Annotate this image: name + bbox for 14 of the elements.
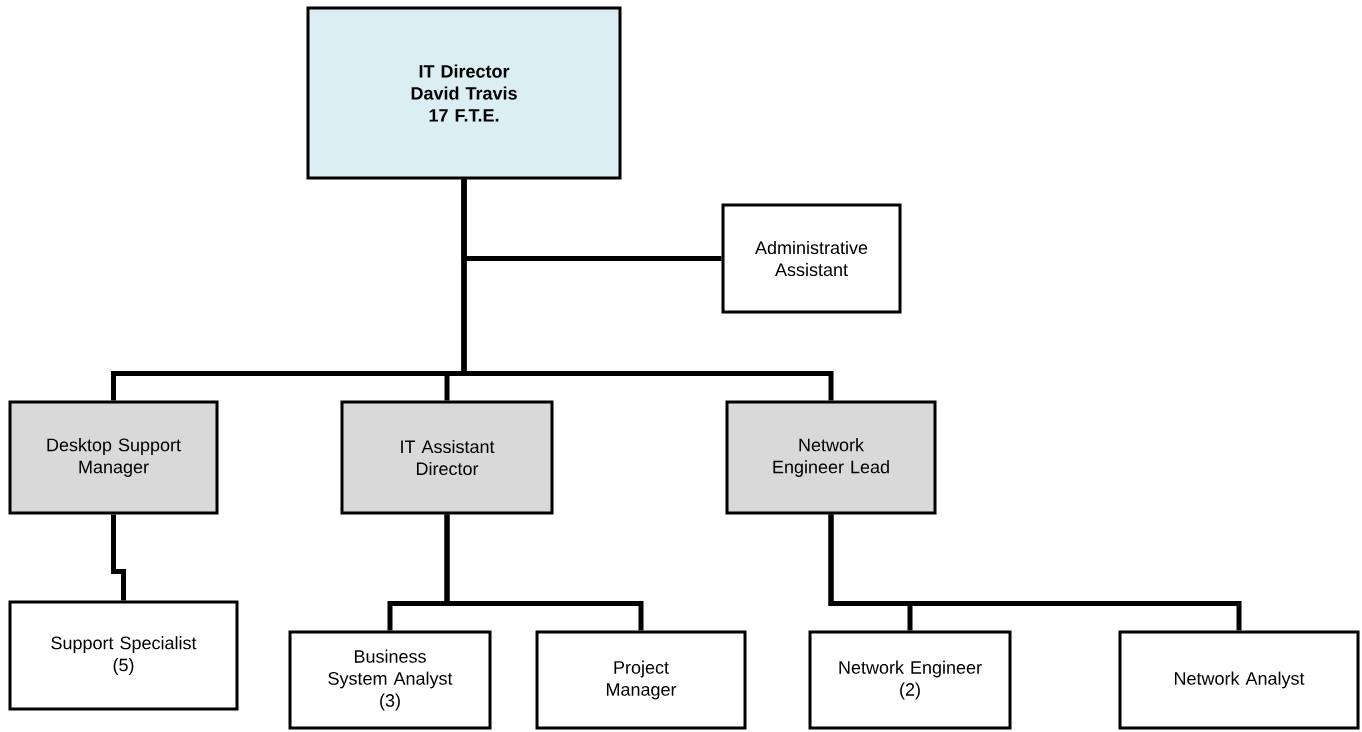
role-box: Project Manager (535, 630, 747, 730)
connector-line (461, 179, 834, 401)
connector-line (444, 514, 644, 631)
manager-box: Network Engineer Lead (725, 400, 937, 515)
role-box: Network Analyst (1118, 630, 1360, 730)
manager-box: Desktop Support Manager (8, 400, 219, 515)
role-box: Network Engineer (2) (808, 630, 1012, 730)
manager-box: IT Assistant Director (340, 400, 554, 515)
connector-line (828, 514, 1242, 631)
role-box: Support Specialist (5) (8, 600, 239, 711)
role-box: Administrative Assistant (721, 203, 902, 314)
director-box: IT Director David Travis 17 F.T.E. (306, 6, 622, 180)
connector-line (111, 514, 126, 601)
role-box: Business System Analyst (3) (288, 630, 492, 730)
